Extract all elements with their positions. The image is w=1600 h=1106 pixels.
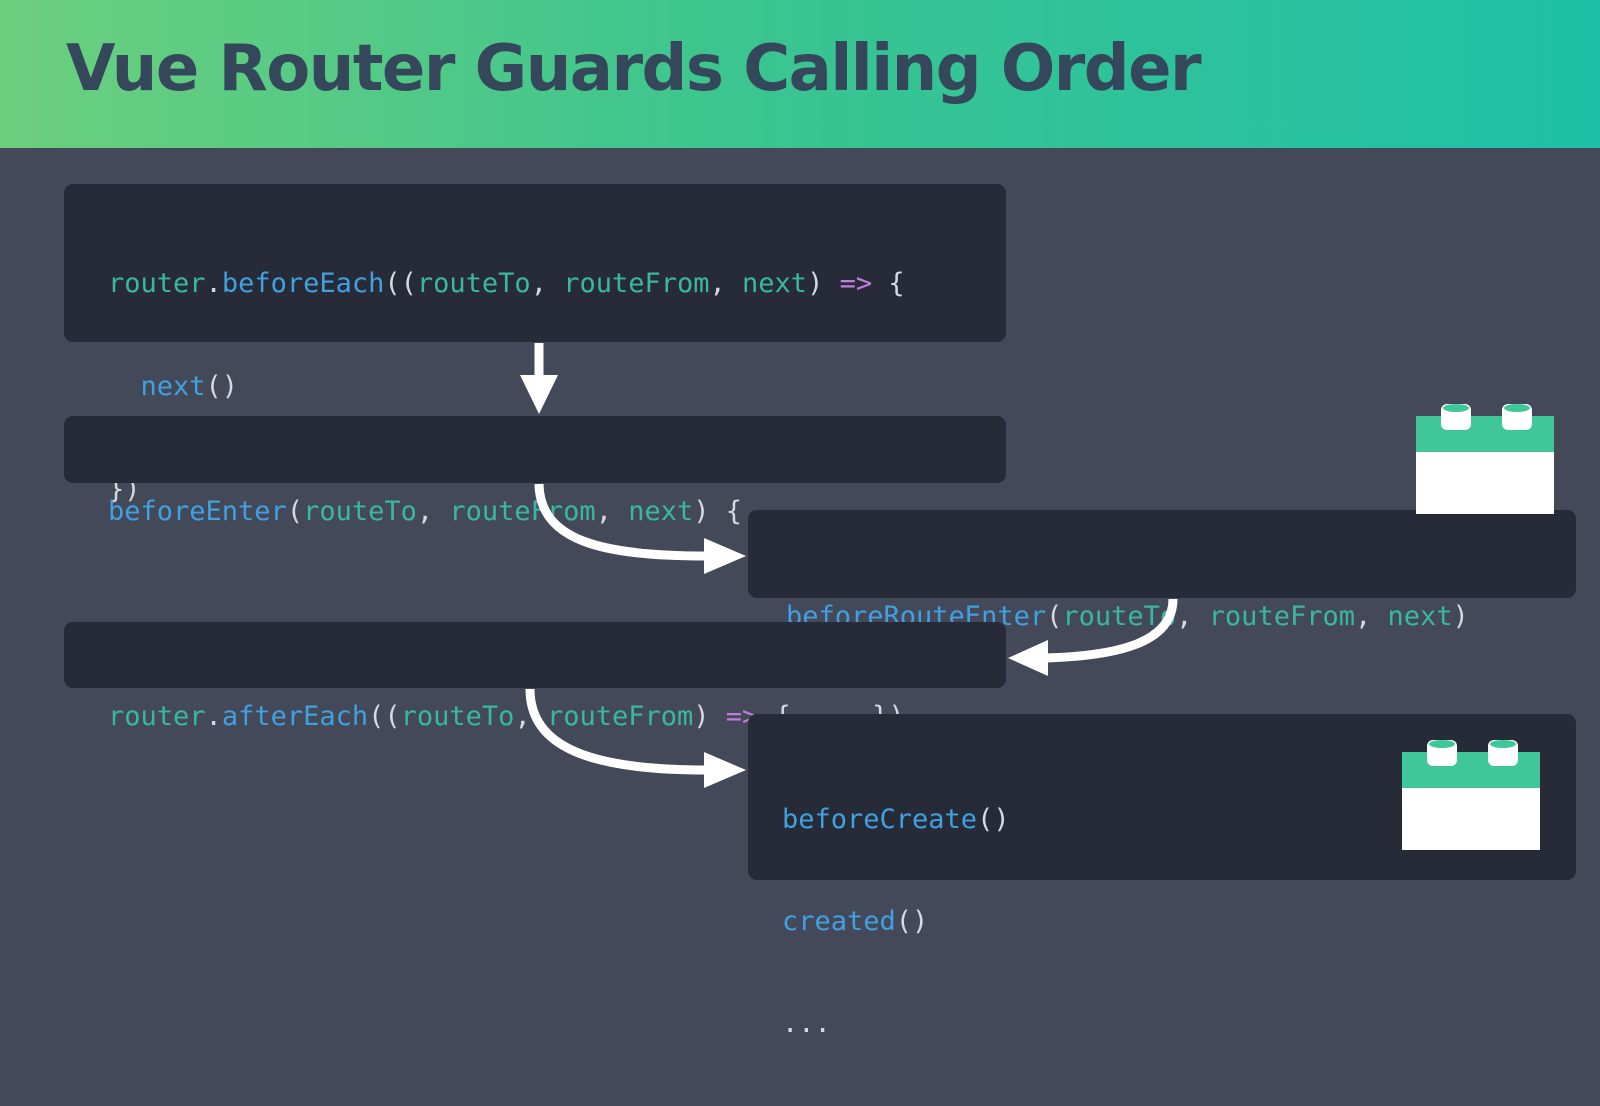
page-title: Vue Router Guards Calling Order bbox=[66, 32, 1202, 106]
code-line: router.beforeEach((routeTo, routeFrom, n… bbox=[108, 263, 905, 304]
after-each-fn: afterEach bbox=[221, 701, 369, 732]
parens: () bbox=[895, 906, 929, 937]
param-route-from: routeFrom bbox=[563, 268, 710, 299]
router-object: router bbox=[108, 701, 206, 732]
dot: . bbox=[205, 268, 222, 299]
before-enter-code-block: beforeEnter(routeTo, routeFrom, next) { bbox=[64, 416, 1006, 527]
comma: , bbox=[416, 496, 450, 527]
open-parens: (( bbox=[368, 701, 401, 732]
param-next: next bbox=[1387, 601, 1453, 632]
param-route-to: routeTo bbox=[303, 496, 417, 527]
vue-component-icon bbox=[1402, 740, 1540, 850]
before-each-fn: beforeEach bbox=[221, 268, 385, 299]
comma: , bbox=[530, 268, 564, 299]
before-enter-fn: beforeEnter bbox=[108, 496, 287, 527]
close-paren-brace: ) { bbox=[693, 496, 743, 527]
comma: , bbox=[514, 701, 547, 732]
param-next: next bbox=[628, 496, 694, 527]
open-brace: { bbox=[872, 268, 905, 299]
param-next: next bbox=[742, 268, 808, 299]
code-line: next() bbox=[108, 366, 905, 407]
open-parens: (( bbox=[384, 268, 417, 299]
title-banner: Vue Router Guards Calling Order bbox=[0, 0, 1600, 148]
open-paren: ( bbox=[1046, 601, 1063, 632]
param-route-from: routeFrom bbox=[449, 496, 596, 527]
param-route-to: routeTo bbox=[416, 268, 531, 299]
before-enter-code: beforeEnter(routeTo, routeFrom, next) { bbox=[108, 429, 742, 594]
arrow-before-each-to-before-enter bbox=[520, 343, 558, 414]
vue-component-icon bbox=[1416, 404, 1554, 514]
before-each-code: router.beforeEach((routeTo, routeFrom, n… bbox=[108, 201, 905, 572]
before-create-fn: beforeCreate bbox=[782, 804, 978, 835]
ellipsis: ... bbox=[782, 1008, 831, 1039]
close-paren: ) bbox=[807, 268, 840, 299]
before-each-code-block: router.beforeEach((routeTo, routeFrom, n… bbox=[64, 184, 1006, 505]
arrow-operator: => bbox=[839, 268, 873, 299]
code-line: beforeEnter(routeTo, routeFrom, next) { bbox=[108, 491, 742, 532]
comma: , bbox=[1354, 601, 1388, 632]
parens: () bbox=[977, 804, 1010, 835]
code-line: created() bbox=[782, 902, 1010, 942]
comma: , bbox=[709, 268, 743, 299]
param-route-to: routeTo bbox=[400, 701, 515, 732]
comma: , bbox=[595, 496, 629, 527]
open-paren: ( bbox=[286, 496, 304, 527]
code-line: beforeCreate() bbox=[782, 800, 1010, 840]
comma: , bbox=[1176, 601, 1209, 632]
flow-arrows bbox=[520, 343, 1178, 788]
close-paren: ) bbox=[1452, 601, 1469, 632]
arrow-before-enter-to-before-route-enter bbox=[534, 483, 746, 574]
arrow-before-route-enter-to-after-each bbox=[1008, 598, 1178, 676]
arrow-after-each-to-lifecycle bbox=[525, 688, 746, 788]
next-call: next bbox=[140, 371, 206, 402]
router-object: router bbox=[108, 268, 206, 299]
created-fn: created bbox=[782, 906, 896, 937]
param-route-from: routeFrom bbox=[546, 701, 694, 732]
close-paren: ) bbox=[693, 701, 726, 732]
dot: . bbox=[205, 701, 222, 732]
param-route-from: routeFrom bbox=[1208, 601, 1355, 632]
parens: () bbox=[205, 371, 239, 402]
